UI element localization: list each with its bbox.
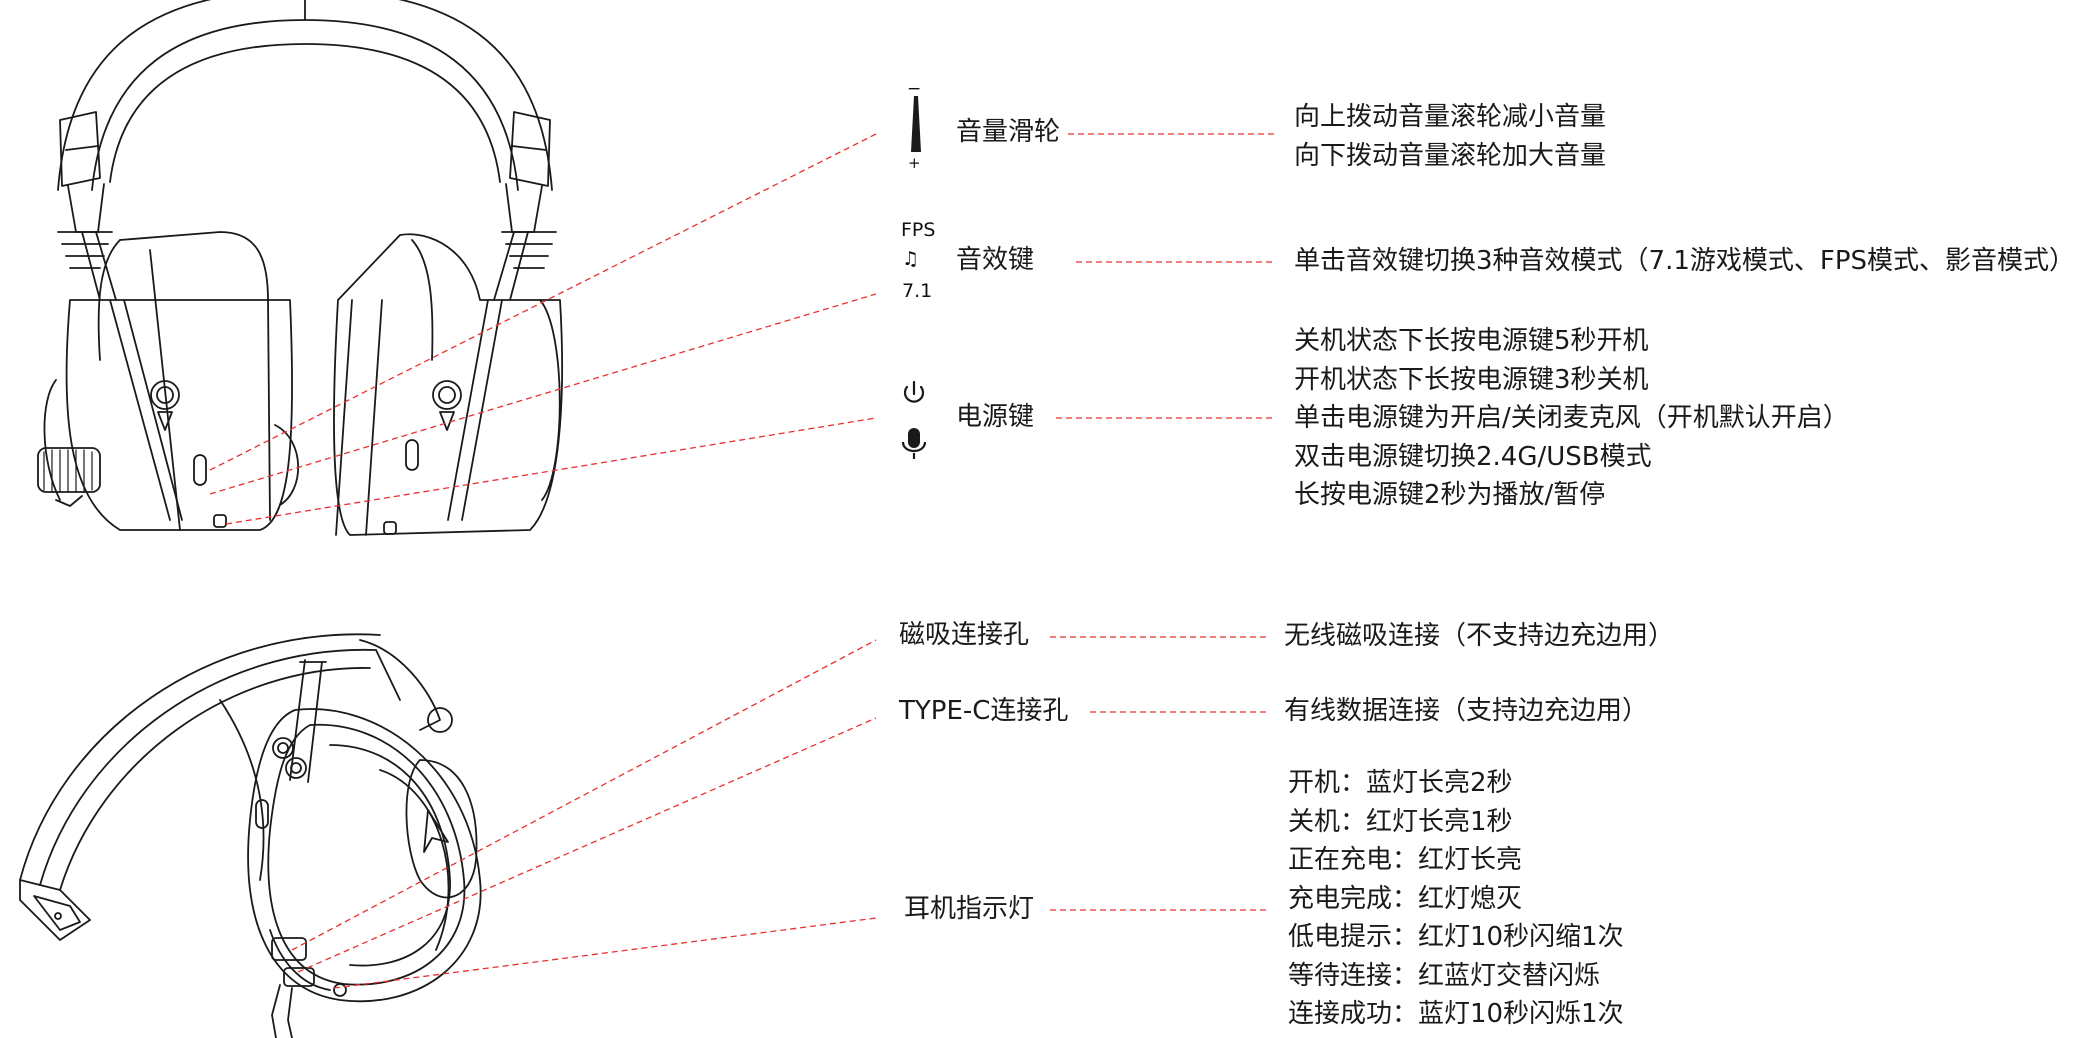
microphone-icon [901,428,927,459]
desc-typec-port: 有线数据连接（支持边充边用） [1284,692,1648,731]
desc-volume-wheel: 向上拨动音量滚轮减小音量 向下拨动音量滚轮加大音量 [1294,98,1606,175]
desc-power-key: 关机状态下长按电源键5秒开机 开机状态下长按电源键3秒关机 单击电源键为开启/关… [1294,322,1849,515]
label-magnetic-port: 磁吸连接孔 [899,620,1030,650]
mode-fps-label: FPS [901,219,936,241]
desc-line: 开机：蓝灯长亮2秒 [1288,768,1513,798]
desc-line: 低电提示：红灯10秒闪缩1次 [1288,922,1624,952]
volume-minus-icon: − [907,79,922,99]
label-indicator-light: 耳机指示灯 [904,894,1035,924]
desc-line: 单击音效键切换3种音效模式（7.1游戏模式、FPS模式、影音模式） [1294,246,2075,276]
desc-line: 等待连接：红蓝灯交替闪烁 [1288,960,1601,991]
label-typec-port: TYPE-C连接孔 [899,696,1069,726]
desc-line: 无线磁吸连接（不支持边充边用） [1284,621,1675,651]
headset-front-illustration [37,0,563,536]
desc-magnetic-port: 无线磁吸连接（不支持边充边用） [1284,617,1674,656]
label-effect-key: 音效键 [956,245,1035,275]
desc-line: 充电完成：红灯熄灭 [1288,883,1523,914]
volume-wheel-icon [911,96,921,152]
power-icon [903,380,925,403]
desc-line: 向上拨动音量滚轮减小音量 [1294,102,1607,132]
desc-line: 双击电源键切换2.4G/USB模式 [1294,441,1652,472]
desc-line: 关机状态下长按电源键5秒开机 [1294,326,1649,356]
desc-indicator-light: 开机：蓝灯长亮2秒 关机：红灯长亮1秒 正在充电：红灯长亮 充电完成：红灯熄灭 … [1288,764,1624,1034]
desc-line: 有线数据连接（支持边充边用） [1284,696,1649,726]
desc-line: 开机状态下长按电源键3秒关机 [1294,364,1649,395]
mode-71-label: 7.1 [902,280,933,302]
label-volume-wheel: 音量滑轮 [956,117,1061,147]
headset-side-illustration [19,633,482,1038]
music-note-icon: ♫ [902,248,920,270]
desc-line: 正在充电：红灯长亮 [1288,845,1523,875]
desc-line: 连接成功：蓝灯10秒闪烁1次 [1288,999,1624,1029]
desc-line: 向下拨动音量滚轮加大音量 [1294,140,1607,171]
leader-lines [209,133,1276,989]
label-power-key: 电源键 [956,402,1035,432]
volume-plus-icon: + [908,154,921,172]
desc-line: 关机：红灯长亮1秒 [1288,806,1513,837]
desc-line: 长按电源键2秒为播放/暂停 [1294,480,1606,510]
desc-line: 单击电源键为开启/关闭麦克风（开机默认开启） [1294,403,1849,433]
desc-effect-key: 单击音效键切换3种音效模式（7.1游戏模式、FPS模式、影音模式） [1294,242,2075,281]
